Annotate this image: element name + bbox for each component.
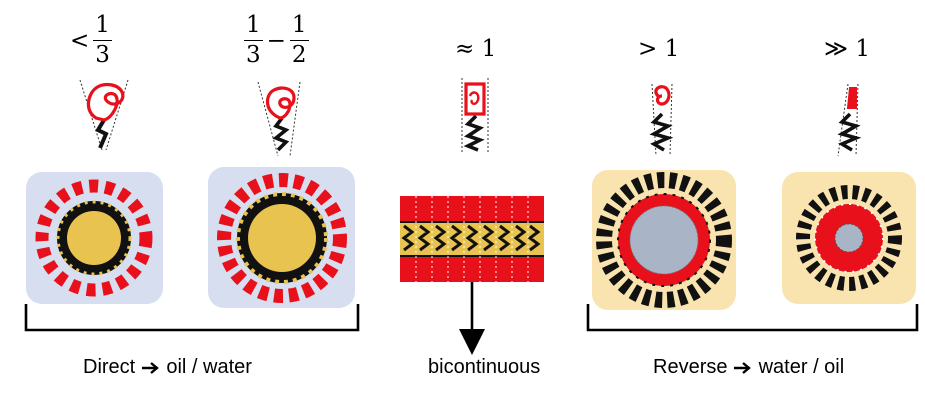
direct-micelle-1: [35, 179, 153, 297]
bicontinuous-bilayer: [400, 196, 544, 282]
reverse-bracket: [586, 304, 919, 332]
direct-micelle-2: [217, 173, 347, 303]
surfactant-shape-3: [461, 78, 489, 154]
reverse-caption-prefix: Reverse: [653, 356, 728, 378]
direct-bracket: [24, 304, 360, 332]
right-arrow-icon: [734, 361, 751, 374]
ratio-label-4: > 1: [638, 36, 680, 62]
bicontinuous-caption: bicontinuous: [428, 356, 541, 378]
right-arrow-icon: [141, 361, 159, 374]
reverse-micelle-1: [596, 172, 732, 308]
reverse-caption: Reverse water / oil: [653, 356, 844, 379]
ratio-label-3: ≈ 1: [455, 36, 497, 62]
reverse-caption-suffix: water / oil: [758, 356, 845, 378]
reverse-micelle-2: [796, 185, 902, 291]
direct-caption: Direct oil / water: [83, 356, 252, 379]
ratio-label-5: ≫ 1: [824, 36, 871, 62]
direct-caption-suffix: oil / water: [166, 356, 252, 378]
surfactant-shape-4: [649, 83, 674, 157]
direct-caption-prefix: Direct: [83, 356, 136, 378]
surfactant-shape-2: [257, 81, 301, 157]
surfactant-shape-1: [79, 79, 129, 151]
surfactant-shape-5: [837, 83, 862, 157]
